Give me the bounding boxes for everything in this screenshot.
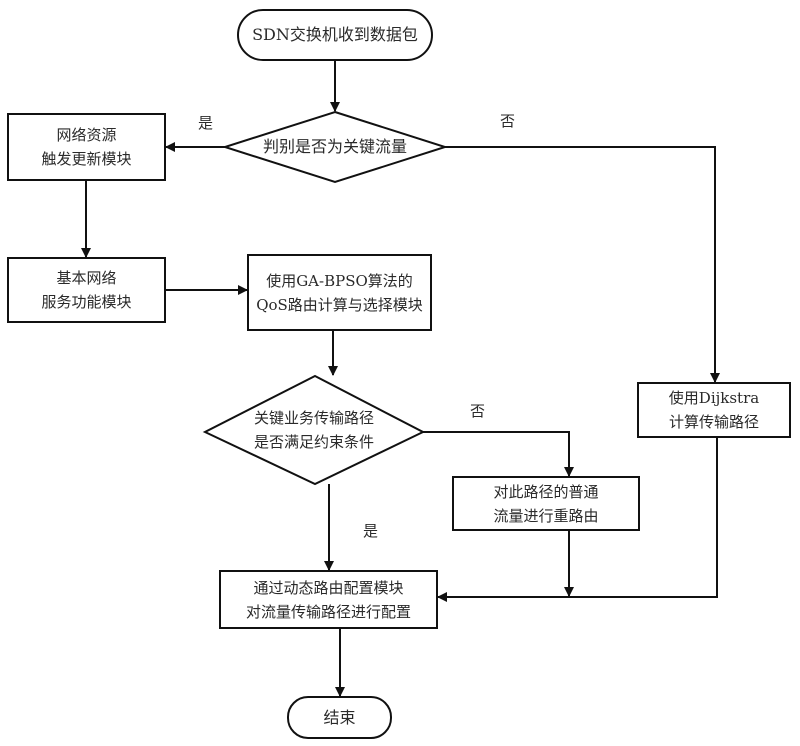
qos-routing-label: 使用GA-BPSO算法的 QoS路由计算与选择模块 <box>248 255 431 330</box>
reroute-box <box>452 476 640 531</box>
decision-constraints-line-1: 关键业务传输路径 <box>253 409 374 427</box>
basic-service-line-2: 服务功能模块 <box>41 293 132 311</box>
dijkstra-label: 使用Dijkstra 计算传输路径 <box>638 383 790 437</box>
edge-decision-no-to-dijkstra <box>445 146 720 383</box>
resource-update-line-1: 网络资源 <box>56 126 117 144</box>
configure-line-2: 对流量传输路径进行配置 <box>245 602 411 621</box>
dijkstra-box <box>637 382 791 438</box>
qos-routing-line-1: 使用GA-BPSO算法的 <box>266 271 413 290</box>
basic-service-label: 基本网络 服务功能模块 <box>8 258 165 322</box>
qos-routing-box <box>247 254 432 331</box>
reroute-line-2: 流量进行重路由 <box>493 506 599 525</box>
end-text: 结束 <box>323 707 356 727</box>
start-label: SDN交换机收到数据包 <box>238 10 432 60</box>
edge-label-yes-1: 是 <box>198 114 214 132</box>
qos-routing-line-2: QoS路由计算与选择模块 <box>256 295 423 314</box>
decision-constraints-line-2: 是否满足约束条件 <box>253 433 374 451</box>
decision-constraints-label: 关键业务传输路径 是否满足约束条件 <box>205 376 423 484</box>
resource-update-box <box>7 113 166 181</box>
reroute-line-1: 对此路径的普通 <box>493 482 599 501</box>
edge-label-no-2: 否 <box>470 402 486 420</box>
edge-decision2-no-to-reroute <box>423 431 574 477</box>
decision-key-flow-label: 判别是否为关键流量 <box>225 112 445 182</box>
edge-label-no-1: 否 <box>500 112 516 130</box>
start-text: SDN交换机收到数据包 <box>252 25 418 44</box>
end-label: 结束 <box>288 697 391 738</box>
reroute-label: 对此路径的普通 流量进行重路由 <box>453 477 639 530</box>
edge-dijkstra-to-configure <box>437 437 718 602</box>
resource-update-line-2: 触发更新模块 <box>41 150 132 168</box>
configure-line-1: 通过动态路由配置模块 <box>253 578 404 597</box>
decision-key-flow-diamond <box>221 110 449 184</box>
configure-label: 通过动态路由配置模块 对流量传输路径进行配置 <box>220 571 437 628</box>
basic-service-line-1: 基本网络 <box>56 269 117 287</box>
resource-update-label: 网络资源 触发更新模块 <box>8 114 165 180</box>
decision-constraints-diamond <box>202 374 426 486</box>
end-terminator <box>287 696 392 739</box>
edge-label-yes-2: 是 <box>363 522 379 540</box>
dijkstra-line-2: 计算传输路径 <box>668 413 759 431</box>
configure-box <box>219 570 438 629</box>
decision-key-flow-text: 判别是否为关键流量 <box>262 137 407 156</box>
dijkstra-line-1: 使用Dijkstra <box>668 389 760 407</box>
